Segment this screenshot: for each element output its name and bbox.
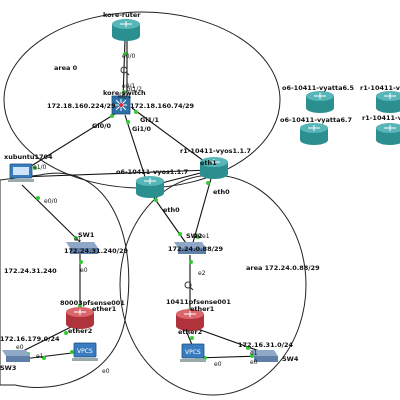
r1-vyatta-bottom-label: r1-10411-v <box>362 114 400 122</box>
link-status-dots <box>26 52 254 360</box>
packet-capture-icon-right[interactable] <box>184 281 194 291</box>
sw1-e1-label: e1 <box>74 236 82 243</box>
subnet-sw1: 172.24.31.240/29 <box>64 247 129 255</box>
area-right-outline <box>119 174 307 396</box>
pfsense-right-ether2-label: ether2 <box>178 328 202 336</box>
o6-vyatta65-router-icon[interactable] <box>306 91 334 113</box>
r1-vyos-eth0-label: eth0 <box>213 188 230 196</box>
sw2-e0-label: e0 <box>194 233 202 240</box>
sw3-e0-label: e0 <box>16 344 24 351</box>
pc-left-label: VPCS <box>77 348 93 355</box>
sw4-switch-icon[interactable] <box>250 350 278 362</box>
subnet-sw4: 172.16.31.0/24 <box>238 341 293 349</box>
sw4-e1-label: e1 <box>250 350 258 357</box>
r1-vyatta-top-label: r1-10411-vy <box>360 84 400 92</box>
sw2-e1-label: e1 <box>202 233 210 240</box>
subnet-right-switch: 172.18.160.74/29 <box>130 102 195 110</box>
subnet-sw3: 172.16.179.0/24 <box>0 335 60 343</box>
sw1-e0-label: e0 <box>80 267 88 274</box>
area-right-label: area 172.24.0.88/29 <box>246 264 320 272</box>
sw3-e1-label: e1 <box>36 353 44 360</box>
xubuntu-e10-label: e1/0 <box>33 164 47 171</box>
kore-switch-label: kore-switch <box>103 89 146 97</box>
pfsense-right-label: 10411pfsense001 <box>166 298 231 306</box>
xubuntu-label: xubuntu1704 <box>4 153 53 161</box>
pfsense-right-router-icon[interactable] <box>176 309 204 331</box>
sw1-switch-icon[interactable] <box>66 242 98 254</box>
kore-switch-gi12-label: Gi1/2 <box>126 86 142 93</box>
area-left-label: 172.24.31.240 <box>4 267 57 275</box>
kore-ruter-e01-label: e0/1 <box>122 83 136 90</box>
kore-switch-icon[interactable] <box>111 95 131 115</box>
kore-switch-e01-label: e0/1 <box>118 93 132 100</box>
r1-vyos-eth1-label: eth1 <box>200 159 217 167</box>
o6-vyos-eth0-label: eth0 <box>163 206 180 214</box>
xubuntu-host-icon[interactable] <box>8 163 34 182</box>
sw4-e0-label: e0 <box>250 359 258 366</box>
o6-vyatta67-router-icon[interactable] <box>300 123 328 145</box>
pfsense-right-ether1-label: ether1 <box>190 305 215 313</box>
area-0-outline <box>3 11 281 189</box>
sw2-switch-icon[interactable] <box>174 242 206 254</box>
pc-right-label: VPCS <box>185 349 201 356</box>
pfsense-left-router-icon[interactable] <box>66 307 94 329</box>
o6-vyos-router-icon[interactable] <box>136 176 164 198</box>
xubuntu-e00-label: e0/0 <box>44 198 58 205</box>
kore-ruter-router-icon[interactable] <box>112 19 140 41</box>
pfsense-left-label: 80003pfsense001 <box>60 299 125 307</box>
r1-vyos-router-icon[interactable] <box>200 157 228 179</box>
pc-right-icon[interactable] <box>180 343 206 362</box>
kore-ruter-e00-label: e0/0 <box>122 53 136 60</box>
r1-vyos-label: r1-10411-vyos1.1.7 <box>180 147 251 155</box>
sw3-label: SW3 <box>0 364 16 372</box>
subnet-sw2: 172.24.0.88/29 <box>168 245 223 253</box>
subnet-left-switch: 172.18.160.224/29 <box>47 102 116 110</box>
sw1-label: SW1 <box>78 231 95 239</box>
pfsense-left-ether1-label: ether1 <box>92 305 117 313</box>
o6-vyatta67-label: o6-10411-vyatta6.7 <box>280 116 352 124</box>
sw2-e2-label: e2 <box>198 270 206 277</box>
pc-left-e0-label: e0 <box>102 368 110 375</box>
sw4-label: SW4 <box>282 355 299 363</box>
pc-left-icon[interactable] <box>72 342 98 361</box>
kore-switch-gi10-label: Gi1/0 <box>132 125 151 133</box>
kore-switch-gi00-label: Gi0/0 <box>92 122 111 130</box>
o6-vyatta65-label: o6-10411-vyatta6.5 <box>282 84 354 92</box>
kore-ruter-label: kore-ruter <box>103 11 141 19</box>
r1-vyatta-bottom-router-icon[interactable] <box>376 123 400 145</box>
area-0-label: area 0 <box>54 64 78 72</box>
pc-right-e0-label: e0 <box>214 361 222 368</box>
sw2-label: SW2 <box>186 232 202 240</box>
o6-vyos-label: o6-10411-vyos1.1.7 <box>116 168 188 176</box>
packet-capture-icon[interactable] <box>120 66 130 76</box>
kore-switch-gi11-label: Gi1/1 <box>140 116 159 124</box>
r1-vyatta-top-router-icon[interactable] <box>376 91 400 113</box>
pfsense-left-ether2-label: ether2 <box>68 327 92 335</box>
sw3-switch-icon[interactable] <box>2 350 30 362</box>
